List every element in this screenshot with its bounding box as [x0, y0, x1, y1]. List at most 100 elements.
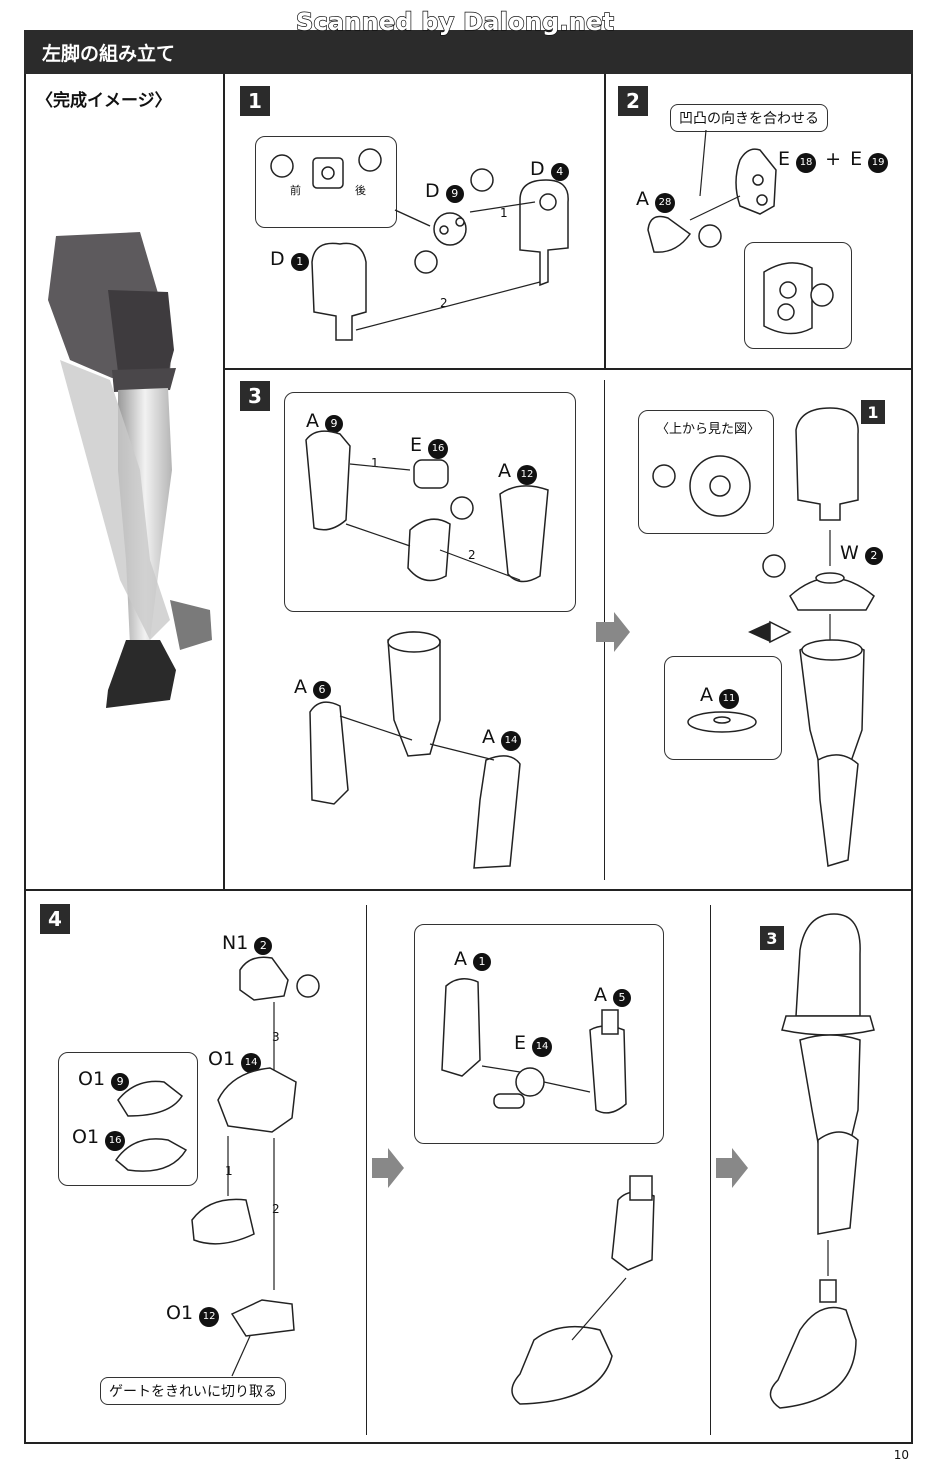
part-number-badge: 1 [290, 253, 309, 271]
step1-illustration [270, 148, 569, 341]
part-label-e16: E 16 [410, 434, 449, 459]
part-number-badge: 16 [105, 1131, 126, 1151]
part-letter: A [594, 984, 607, 1006]
step3-illustration [305, 430, 630, 869]
part-number-badge: 11 [719, 689, 740, 709]
step4b-illustration [441, 978, 748, 1405]
part-label-a12: A 12 [498, 460, 538, 485]
part-letter: A [482, 726, 495, 748]
part-number-badge: 28 [655, 193, 676, 213]
part-letter: O1 [208, 1048, 236, 1070]
substep-1-badge: 1 [861, 400, 885, 424]
completed-image-label: 〈完成イメージ〉 [36, 91, 172, 111]
part-label-o112: O1 12 [166, 1302, 220, 1327]
part-letter: A [294, 676, 307, 698]
part-letter: E [850, 148, 863, 170]
part-number-badge: 6 [313, 681, 332, 699]
part-letter: W [840, 542, 859, 564]
part-letter: A [498, 460, 511, 482]
divider-step4-a [366, 905, 367, 1435]
part-number-badge: 18 [796, 153, 817, 173]
scan-watermark: Scanned by Dalong.net [295, 7, 615, 36]
substep-3-badge: 3 [760, 926, 784, 950]
step4-order-2: 2 [272, 1202, 280, 1216]
part-letter: O1 [78, 1068, 106, 1090]
page-number: 10 [893, 1448, 909, 1462]
divider-step4-b [710, 905, 711, 1435]
step-4-badge: 4 [40, 904, 70, 934]
step4-gate-note: ゲートをきれいに切り取る [100, 1377, 286, 1405]
step1-front-label: 前 [290, 184, 301, 197]
part-number-badge: 9 [111, 1073, 130, 1091]
divider-step1-step2 [604, 74, 606, 368]
part-number-badge: 5 [613, 989, 632, 1007]
part-letter: D [530, 158, 545, 180]
step-1-badge: 1 [240, 86, 270, 116]
part-letter: O1 [72, 1126, 100, 1148]
part-label-d4: D 4 [530, 158, 569, 181]
part-number-badge: 4 [550, 163, 569, 181]
part-letter: E [514, 1032, 527, 1054]
step1-back-label: 後 [355, 184, 366, 197]
part-label-o114: O1 14 [208, 1048, 262, 1073]
part-label-o19: O1 9 [78, 1068, 130, 1091]
part-letter: A [454, 948, 467, 970]
part-number-badge: 14 [501, 731, 522, 751]
part-number-badge: 14 [532, 1037, 553, 1057]
step2-alignment-note: 凹凸の向きを合わせる [670, 104, 828, 132]
part-number-badge: 12 [517, 465, 538, 485]
step-3-badge: 3 [240, 381, 270, 411]
step2-illustration [647, 129, 834, 335]
divider-row2 [24, 889, 913, 891]
part-number-badge: 9 [445, 185, 464, 203]
part-letter: E [778, 148, 791, 170]
part-number-badge: 9 [325, 415, 344, 433]
part-label-a5: A 5 [594, 984, 632, 1007]
step-2-badge: 2 [618, 86, 648, 116]
section-header: 左脚の組み立て [24, 30, 913, 74]
part-label-a6: A 6 [294, 676, 332, 699]
part-letter: D [425, 180, 440, 202]
part-label-a11: A 11 [700, 684, 740, 709]
part-label-a9: A 9 [306, 410, 344, 433]
divider-row1 [223, 368, 913, 370]
part-label-e18-e19: E 18 + E 19 [778, 148, 889, 173]
part-letter: D [270, 248, 285, 270]
part-letter: E [410, 434, 423, 456]
part-number-badge: 14 [241, 1053, 262, 1073]
step4-illustration [114, 956, 404, 1377]
step3-washer-callout [664, 656, 782, 760]
part-label-o116: O1 16 [72, 1126, 126, 1151]
part-number-badge: 1 [473, 953, 492, 971]
step3-order-1: 1 [371, 456, 379, 470]
part-number-badge: 2 [864, 547, 883, 565]
step3-order-2: 2 [468, 548, 476, 562]
step3b-illustration [652, 407, 875, 867]
part-label-a28: A 28 [636, 188, 676, 213]
divider-left-column [223, 74, 225, 890]
step4c-illustration [769, 913, 875, 1409]
part-number-badge: 19 [868, 153, 889, 173]
part-number-badge: 12 [199, 1307, 220, 1327]
step4-order-1: 1 [225, 1164, 233, 1178]
part-number-badge: 16 [428, 439, 449, 459]
plus-sign: + [825, 148, 842, 170]
step4-order-3: 3 [272, 1030, 280, 1044]
part-label-n12: N1 2 [222, 932, 273, 955]
part-label-d1: D 1 [270, 248, 309, 271]
part-number-badge: 2 [254, 937, 273, 955]
step3-topview-label: 〈上から見た図〉 [656, 422, 761, 437]
step1-order-2: 2 [440, 296, 448, 310]
part-letter: N1 [222, 932, 249, 954]
completed-figure-illustration [48, 232, 212, 708]
part-label-w2: W 2 [840, 542, 883, 565]
part-label-d9: D 9 [425, 180, 464, 203]
part-letter: A [636, 188, 649, 210]
part-letter: O1 [166, 1302, 194, 1324]
part-letter: A [306, 410, 319, 432]
part-label-a1: A 1 [454, 948, 492, 971]
part-letter: A [700, 684, 713, 706]
part-label-a14: A 14 [482, 726, 522, 751]
step1-order-1: 1 [500, 206, 508, 220]
